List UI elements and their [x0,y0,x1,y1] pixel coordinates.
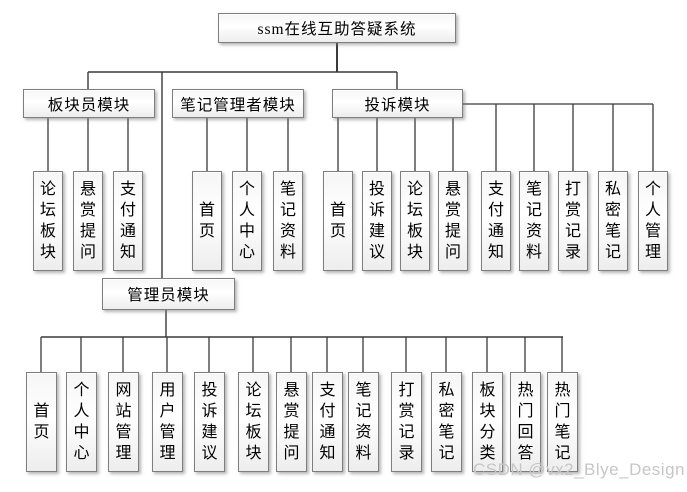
complaint-node-bounty-question: 悬赏提问 [438,171,468,271]
complaint-node-private-note: 私密笔记 [598,171,628,271]
admin-node-home: 首页 [26,372,57,472]
admin-node-payment-notice: 支付通知 [312,372,343,472]
node-system-root: ssm在线互助答疑系统 [218,13,456,43]
node-board-member-module: 板块员模块 [23,89,155,118]
admin-node-complaint-suggestion: 投诉建议 [194,372,225,472]
admin-node-site-management: 网站管理 [108,372,139,472]
admin-node-hot-note: 热门笔记 [547,372,578,472]
complaint-node-note-material: 笔记资料 [519,171,549,271]
board-node-bounty-question: 悬赏提问 [73,171,103,271]
admin-node-private-note: 私密笔记 [431,372,462,472]
admin-node-forum-board: 论坛板块 [238,372,269,472]
board-node-forum-board: 论坛板块 [33,171,63,271]
admin-node-hot-answer: 热门回答 [510,372,541,472]
admin-node-note-material: 笔记资料 [348,372,379,472]
admin-node-personal-center: 个人中心 [66,372,97,472]
node-note-manager-module: 笔记管理者模块 [172,89,304,118]
admin-node-board-category: 板块分类 [472,372,503,472]
complaint-node-reward-record: 打赏记录 [558,171,588,271]
node-complaint-module: 投诉模块 [332,89,463,118]
complaint-node-personal-management: 个人管理 [638,171,668,271]
admin-node-bounty-question: 悬赏提问 [276,372,307,472]
complaint-node-forum-board: 论坛板块 [400,171,430,271]
notes-node-note-material: 笔记资料 [273,171,303,271]
notes-node-personal-center: 个人中心 [232,171,262,271]
notes-node-home: 首页 [192,171,222,271]
node-admin-module: 管理员模块 [102,278,235,310]
admin-node-user-management: 用户管理 [152,372,183,472]
csdn-watermark: CSDN @vx2_Blye_Design [472,460,685,479]
complaint-node-complaint-suggestion: 投诉建议 [362,171,392,271]
complaint-node-payment-notice: 支付通知 [481,171,511,271]
complaint-node-home: 首页 [323,171,353,271]
admin-node-reward-record: 打赏记录 [391,372,422,472]
board-node-payment-notice: 支付通知 [113,171,143,271]
